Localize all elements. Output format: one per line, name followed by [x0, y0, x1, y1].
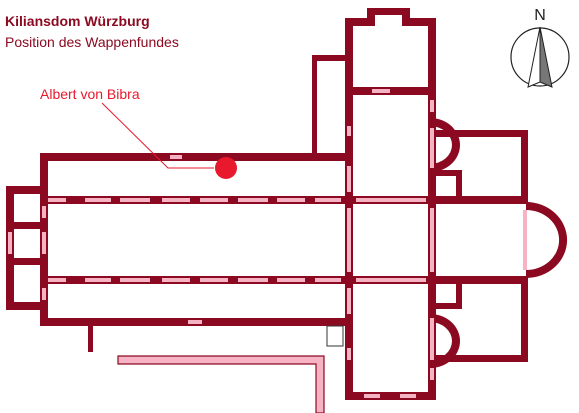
page-subtitle: Position des Wappenfundes: [5, 34, 179, 50]
compass: N: [510, 7, 570, 88]
leader-line: [101, 102, 214, 169]
walls: [6, 8, 528, 400]
apse: [526, 202, 568, 278]
find-marker: [215, 157, 237, 179]
south-chapel-apse: [430, 314, 460, 368]
south-annex-outline: [117, 355, 325, 413]
annotation-label: Albert von Bibra: [40, 86, 140, 102]
small-square: [326, 325, 344, 347]
openings: [8, 89, 527, 398]
compass-needle-right: [539, 26, 553, 88]
page-title: Kiliansdom Würzburg: [5, 13, 150, 29]
north-chapel-apse: [430, 118, 460, 172]
compass-north-label: N: [534, 7, 546, 24]
